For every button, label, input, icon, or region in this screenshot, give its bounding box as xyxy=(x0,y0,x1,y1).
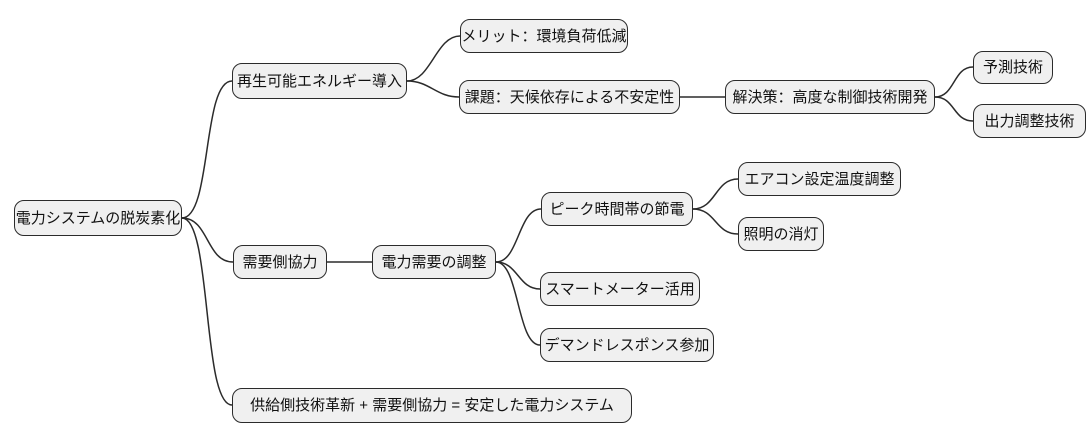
edge-peak-aircon xyxy=(692,178,739,210)
node-challenge: 課題：天候依存による不安定性 xyxy=(459,80,680,114)
edge-root-renewable xyxy=(181,80,233,219)
edge-solution-output xyxy=(934,96,974,122)
edge-solution-forecast xyxy=(934,66,974,98)
edge-root-summary xyxy=(181,217,233,406)
node-root: 電力システムの脱炭素化 xyxy=(14,200,182,236)
edge-renewable-merit xyxy=(406,35,461,82)
edge-adjust-peak xyxy=(495,208,542,263)
edge-adjust-smart xyxy=(495,261,541,290)
edge-root-demand xyxy=(181,217,234,263)
node-aircon: エアコン設定温度調整 xyxy=(738,162,901,196)
node-merit: メリット：環境負荷低減 xyxy=(460,19,628,53)
node-dr: デマンドレスポンス参加 xyxy=(540,328,714,362)
edge-adjust-dr xyxy=(495,261,541,346)
node-solution: 解決策：高度な制御技術開発 xyxy=(725,80,935,114)
node-light: 照明の消灯 xyxy=(738,217,824,251)
edge-renewable-challenge xyxy=(406,80,460,98)
node-output: 出力調整技術 xyxy=(973,104,1086,138)
node-peak: ピーク時間帯の節電 xyxy=(541,192,693,226)
node-forecast: 予測技術 xyxy=(973,51,1053,84)
edge-peak-light xyxy=(692,208,739,235)
node-summary: 供給側技術革新 + 需要側協力 = 安定した電力システム xyxy=(232,388,632,423)
node-smart: スマートメーター活用 xyxy=(540,272,700,306)
node-demand: 需要側協力 xyxy=(233,245,327,279)
node-renewable: 再生可能エネルギー導入 xyxy=(232,63,407,99)
node-adjust: 電力需要の調整 xyxy=(372,245,496,279)
